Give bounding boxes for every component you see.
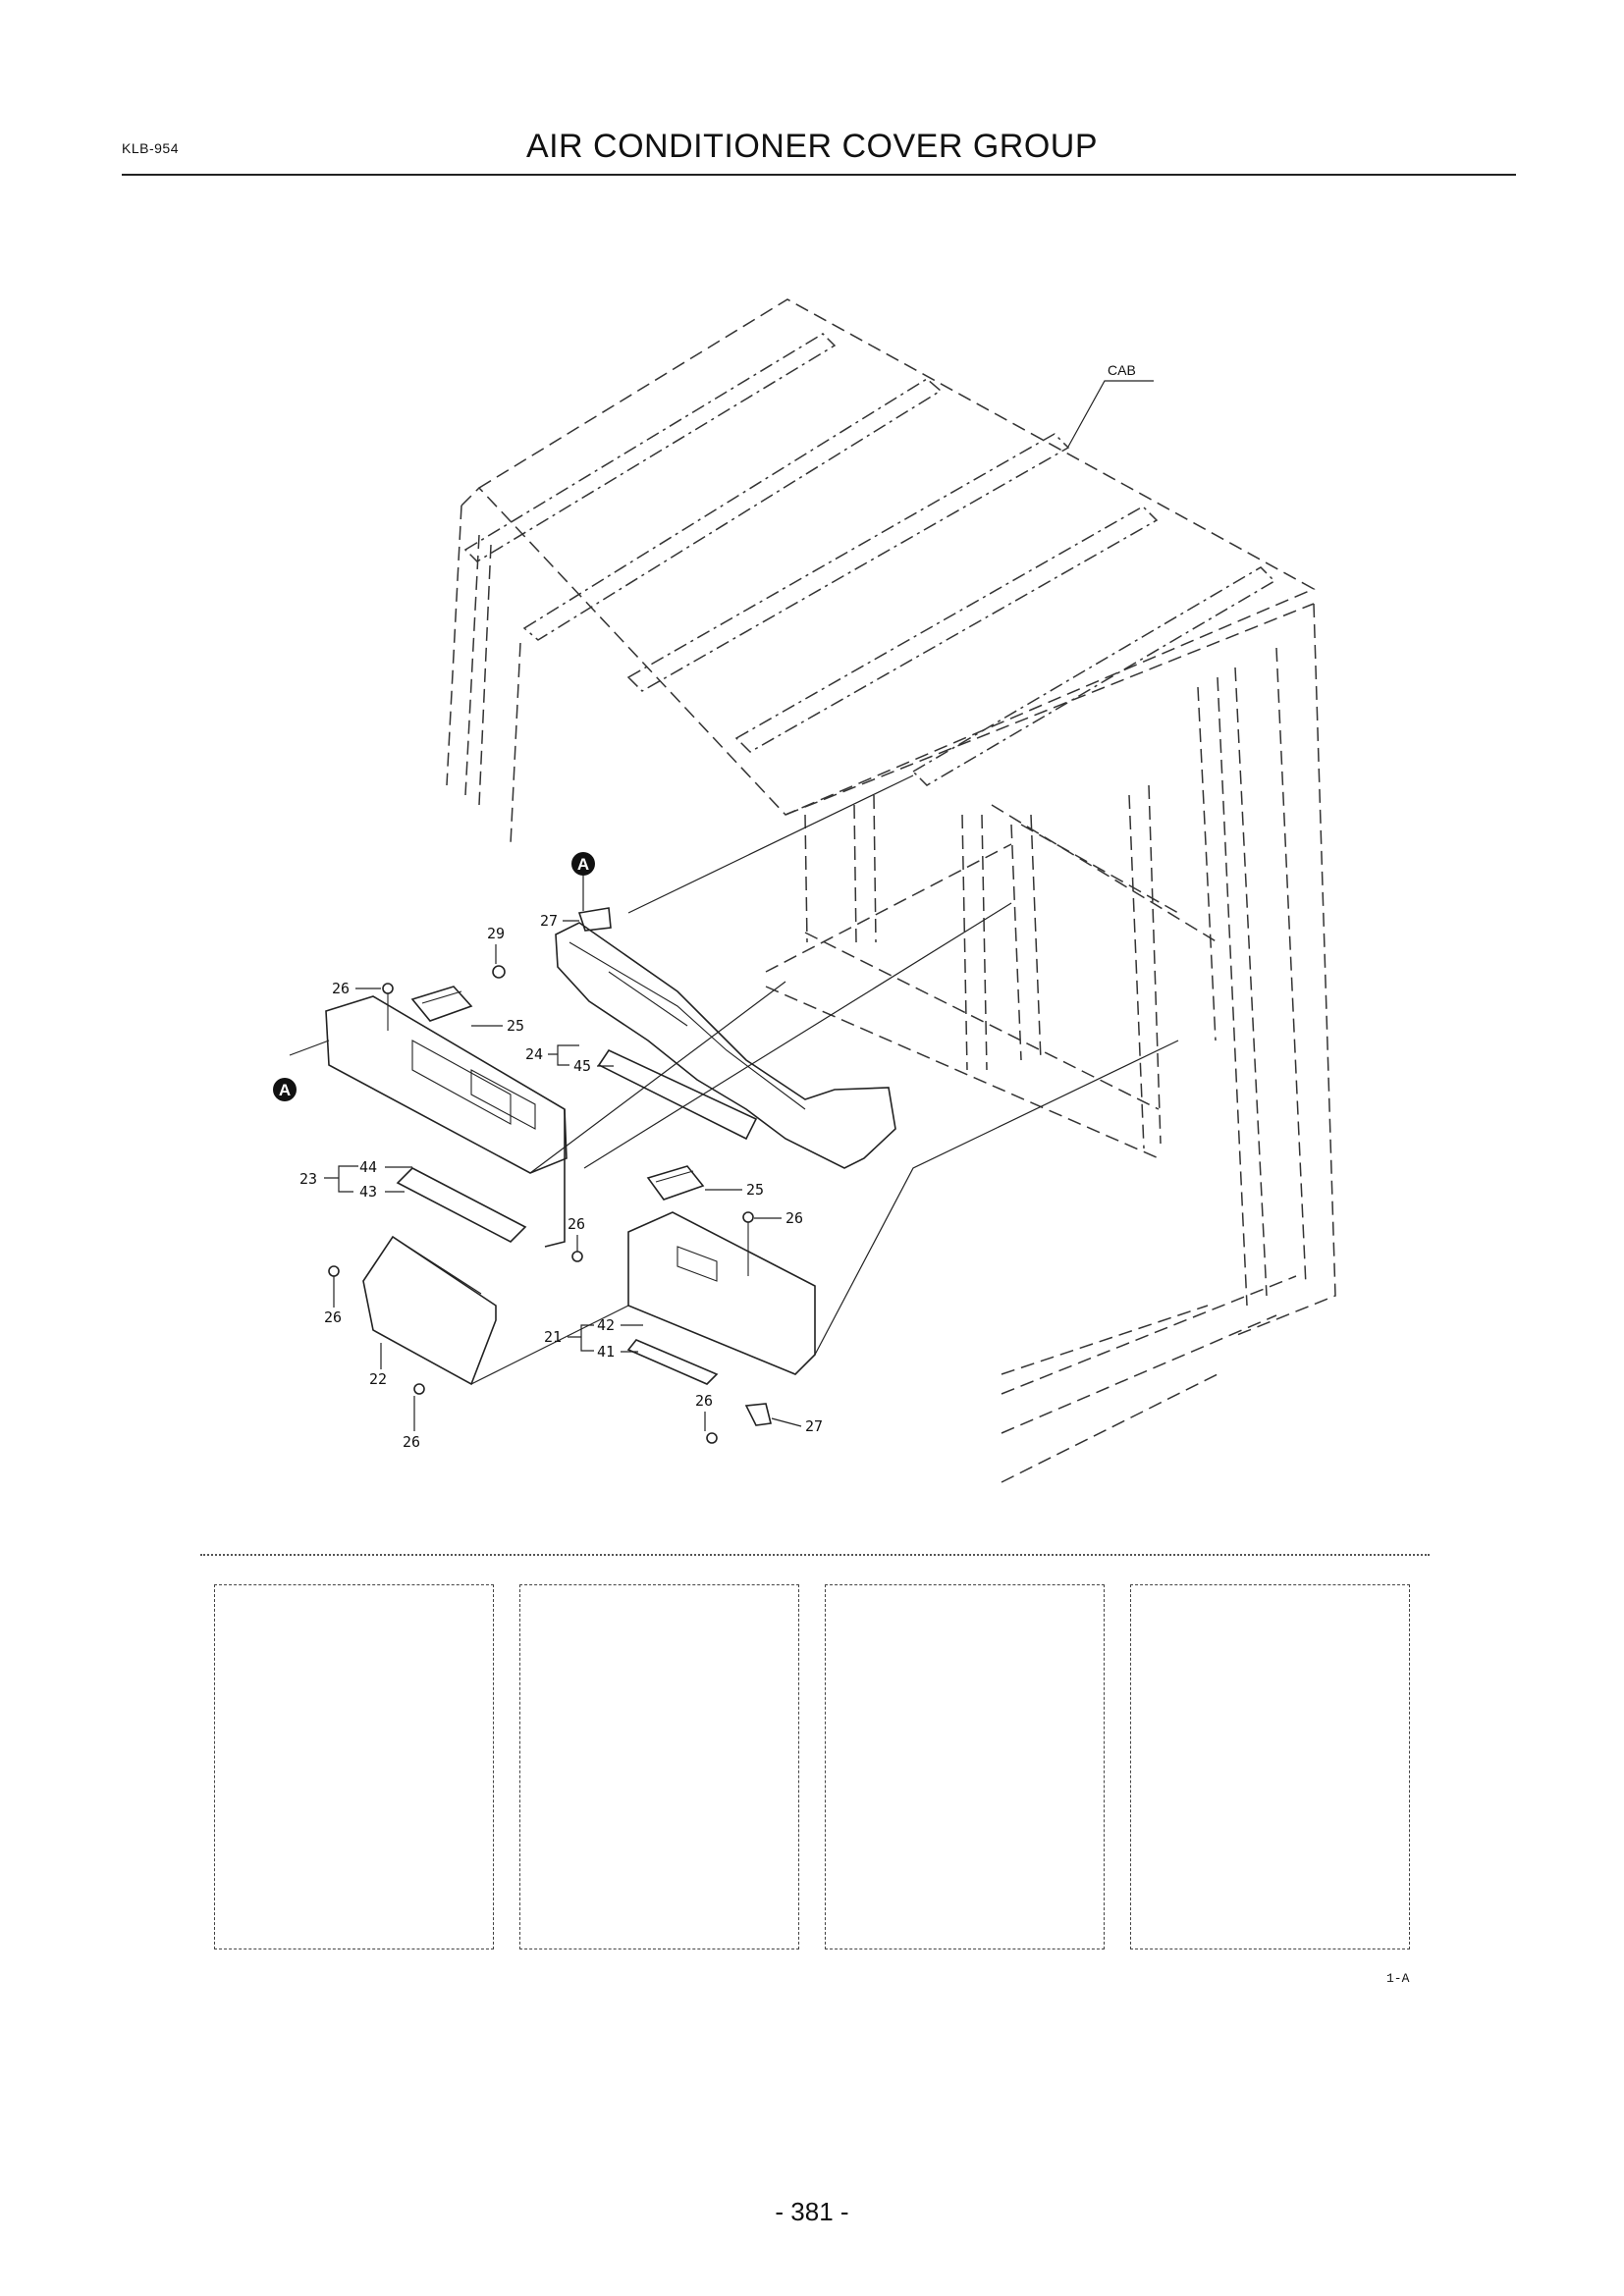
header-rule: [122, 174, 1516, 176]
exploded-parts-diagram: CAB: [273, 298, 1336, 1483]
bolt-26f: [706, 1432, 718, 1444]
view-marker-a-upper: A: [571, 852, 595, 911]
callout-labels: 27 29 26 25 24 45 23 44 43 25 26 26 26 2…: [299, 912, 823, 1451]
bracket-27-upper: [577, 907, 612, 932]
vent-25-upper: [410, 986, 473, 1022]
detail-panel-4: [1130, 1584, 1410, 1949]
bolt-26e: [413, 1383, 425, 1395]
duct-24: [555, 922, 896, 1169]
svg-text:26: 26: [403, 1433, 420, 1451]
page-number: - 381 -: [775, 2197, 849, 2226]
svg-text:26: 26: [324, 1308, 342, 1326]
bolt-26c: [742, 1211, 754, 1276]
svg-text:43: 43: [359, 1183, 377, 1201]
svg-text:26: 26: [332, 980, 350, 997]
svg-text:26: 26: [568, 1215, 585, 1233]
page-title: AIR CONDITIONER COVER GROUP: [525, 128, 1099, 165]
svg-text:A: A: [577, 855, 589, 874]
bracket-27-lower: [744, 1403, 772, 1426]
svg-text:27: 27: [540, 912, 558, 930]
svg-text:26: 26: [695, 1392, 713, 1410]
svg-text:29: 29: [487, 925, 505, 942]
detail-panel-2: [519, 1584, 799, 1949]
figure-reference: 1-A: [1386, 1971, 1410, 1986]
svg-text:25: 25: [507, 1017, 524, 1035]
cab-outline: [446, 298, 1336, 1483]
cover-23: [325, 995, 568, 1248]
detail-panel-1: [214, 1584, 494, 1949]
svg-text:41: 41: [597, 1343, 615, 1361]
bolt-29: [492, 965, 506, 979]
svg-text:25: 25: [746, 1181, 764, 1199]
svg-text:26: 26: [785, 1209, 803, 1227]
svg-text:23: 23: [299, 1170, 317, 1188]
bolt-26b: [571, 1251, 583, 1262]
svg-text:44: 44: [359, 1158, 377, 1176]
svg-text:24: 24: [525, 1045, 543, 1063]
svg-text:22: 22: [369, 1370, 387, 1388]
section-separator: [200, 1554, 1430, 1556]
bolt-26: [382, 983, 394, 1031]
cover-21: [626, 1211, 816, 1385]
view-marker-a-left: A: [273, 1078, 297, 1101]
svg-text:45: 45: [573, 1057, 591, 1075]
bolt-26d: [328, 1265, 340, 1277]
cab-label: CAB: [1108, 362, 1136, 378]
vent-25-lower: [646, 1165, 705, 1201]
svg-text:21: 21: [544, 1328, 562, 1346]
svg-text:42: 42: [597, 1316, 615, 1334]
svg-text:27: 27: [805, 1417, 823, 1435]
detail-panel-3: [825, 1584, 1105, 1949]
svg-text:A: A: [279, 1081, 291, 1099]
cover-22: [362, 1235, 497, 1386]
document-code: KLB-954: [122, 140, 179, 156]
